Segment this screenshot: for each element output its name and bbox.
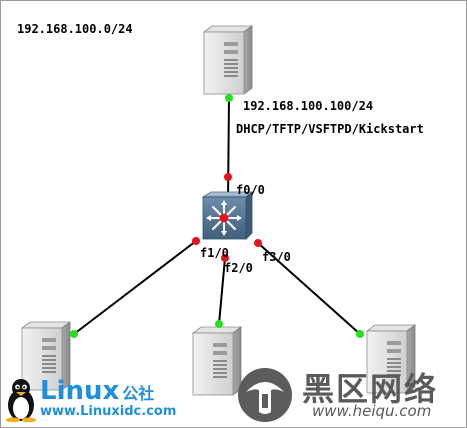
- port-label-f1: f1/0: [200, 246, 229, 260]
- port-indicators: [70, 94, 364, 338]
- layer3-switch-icon: [201, 191, 254, 240]
- links: [73, 97, 361, 335]
- linux-cn-text: 公社: [122, 384, 155, 403]
- port-dot-client-middle: [215, 320, 223, 328]
- link-switch-client-left: [73, 240, 197, 335]
- subnet-label: 192.168.100.0/24: [17, 22, 133, 36]
- link-switch-client-middle: [218, 257, 226, 325]
- port-dot-switch-f0: [224, 173, 232, 181]
- port-label-f3: f3/0: [262, 250, 291, 264]
- port-label-f0: f0/0: [236, 183, 265, 197]
- heiqu-url: www.heiqu.com: [312, 402, 432, 420]
- link-switch-client-right: [257, 242, 361, 335]
- port-dot-server: [225, 94, 233, 102]
- port-dot-switch-f3: [254, 239, 262, 247]
- heiqu-mushroom-logo-icon: [238, 368, 292, 422]
- port-dot-client-right: [356, 330, 364, 338]
- client-pc-middle-icon: [192, 326, 242, 396]
- top-server-icon: [203, 25, 253, 95]
- heiqu-cn-text: 黑区网络: [302, 370, 439, 408]
- server-services-label: DHCP/TFTP/VSFTPD/Kickstart: [236, 122, 424, 136]
- linux-brand-text: Linux: [40, 376, 120, 406]
- linuxidc-url: www.Linuxidc.com: [40, 404, 177, 419]
- tux-penguin-icon: [6, 379, 36, 422]
- port-label-f2: f2/0: [224, 261, 253, 275]
- port-dot-client-left: [70, 330, 78, 338]
- heiqu-watermark: 黑区网络 www.heiqu.com: [236, 364, 464, 424]
- port-dot-switch-center: [219, 213, 229, 223]
- server-ip-label: 192.168.100.100/24: [243, 99, 374, 113]
- link-server-switch: [227, 97, 230, 203]
- port-dot-switch-f2: [221, 254, 229, 262]
- port-dot-switch-f1: [192, 237, 200, 245]
